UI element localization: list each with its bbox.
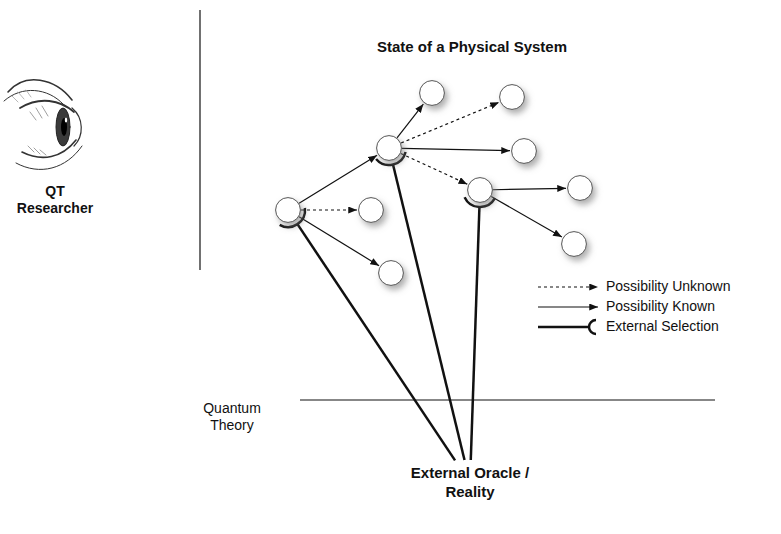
- state-circle: [561, 231, 587, 257]
- circle-outline: [511, 138, 537, 164]
- state-circle-shape: [562, 232, 587, 257]
- circle-outline: [378, 260, 404, 286]
- circle-outline: [358, 197, 384, 223]
- state-circle: [467, 177, 493, 203]
- state-circle: [511, 138, 537, 164]
- connector-path: [297, 224, 455, 460]
- layer-label: Quantum Theory: [192, 400, 272, 434]
- circle-outline: [561, 231, 587, 257]
- connector-path: [299, 155, 377, 203]
- connector-path: [393, 165, 465, 461]
- possibility-arrow: [402, 148, 510, 150]
- state-circle-shape: [276, 198, 301, 223]
- known-arrow-sample: [538, 306, 598, 307]
- state-circle-shape: [377, 136, 402, 161]
- connector-path: [401, 153, 467, 184]
- state-circle-shape: [379, 261, 404, 286]
- possibility-arrow: [491, 196, 562, 237]
- possibility-arrow: [301, 210, 357, 211]
- legend-sample: [538, 307, 598, 308]
- possibility-arrow: [397, 104, 423, 138]
- connector-path: [401, 102, 499, 143]
- circle-outline: [499, 84, 525, 110]
- connector-path: [471, 207, 480, 460]
- unknown-arrow-sample: [538, 286, 598, 287]
- possibility-arrow: [401, 102, 499, 143]
- state-circle: [567, 175, 593, 201]
- legend-text: Possibility Known: [606, 298, 715, 315]
- state-circle-shape: [420, 81, 445, 106]
- circle-outline: [467, 177, 493, 203]
- state-circle: [275, 197, 301, 223]
- circle-outline: [567, 175, 593, 201]
- state-circle-shape: [568, 176, 593, 201]
- state-circle-shape: [359, 198, 384, 223]
- selection-line: [465, 197, 495, 460]
- divider-line: [300, 399, 715, 400]
- connector-path: [402, 148, 510, 150]
- state-circle: [499, 84, 525, 110]
- divider-line: [199, 10, 200, 270]
- legend-sample: [538, 320, 596, 334]
- possibility-arrow: [493, 188, 566, 189]
- state-circle-shape: [512, 139, 537, 164]
- state-circle: [378, 260, 404, 286]
- selection-line: [280, 208, 455, 460]
- state-circle-shape: [500, 85, 525, 110]
- actor-label: QT Researcher: [10, 183, 100, 217]
- eye-illustration: [4, 80, 82, 170]
- circle-outline: [376, 135, 402, 161]
- connectors: [280, 102, 566, 460]
- possibility-arrow: [299, 155, 377, 203]
- selection-sample-line: [538, 326, 588, 329]
- connector-path: [299, 217, 379, 266]
- connector-path: [397, 104, 423, 138]
- legend-samples: [538, 287, 598, 334]
- selection-line: [376, 152, 464, 460]
- circle-outline: [275, 197, 301, 223]
- state-circle-shape: [468, 178, 493, 203]
- legend-text: Possibility Unknown: [606, 278, 731, 295]
- diagram-title: State of a Physical System: [377, 38, 567, 56]
- oracle-node: External Oracle / Reality: [395, 462, 545, 504]
- connector-path: [301, 209, 357, 210]
- possibility-arrow: [299, 217, 379, 266]
- state-circle: [358, 197, 384, 223]
- selection-cup-sample: [589, 320, 596, 334]
- legend-sample: [538, 287, 598, 288]
- possibility-arrow: [401, 153, 467, 184]
- connector-path: [491, 196, 562, 237]
- connector-path: [493, 188, 566, 189]
- node-text: External Oracle / Reality: [399, 464, 541, 502]
- circle-outline: [419, 80, 445, 106]
- state-circle: [376, 135, 402, 161]
- state-circle: [419, 80, 445, 106]
- legend-text: External Selection: [606, 318, 719, 335]
